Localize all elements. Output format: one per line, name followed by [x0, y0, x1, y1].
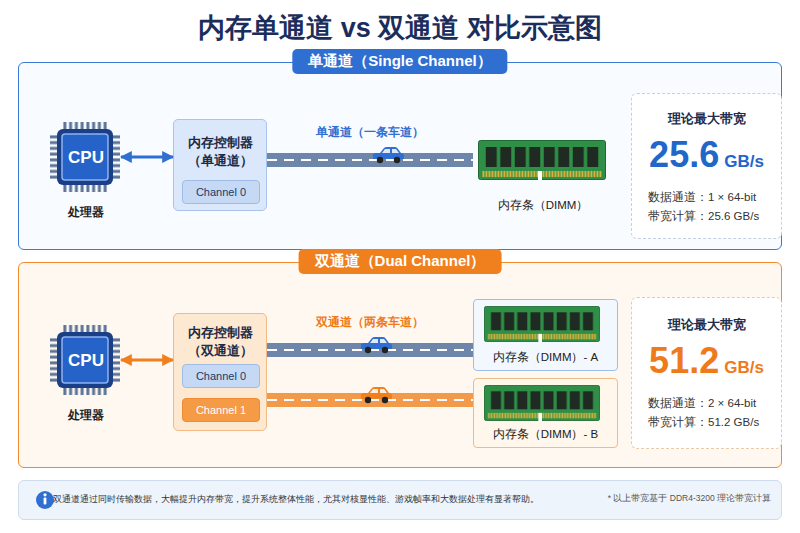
channel-box: Channel 1 [182, 398, 260, 422]
bandwidth-box: 理论最大带宽 51.2 GB/s 数据通道：2 × 64-bit 带宽计算：51.2 G… [631, 297, 782, 449]
diagram-title: 内存单通道 vs 双通道 对比示意图 [0, 10, 800, 46]
node-text: 理论最大带宽 [632, 110, 781, 128]
arrow-connector [121, 360, 173, 361]
note-bar: 双通道通过同时传输数据，大幅提升内存带宽，提升系统整体性能，尤其对核显性能、游戏… [18, 480, 782, 520]
road-connector [267, 160, 473, 161]
node-text: 处理器 [31, 204, 141, 221]
cpu-chip [50, 325, 120, 395]
memory-controller: 内存控制器（双通道） Channel 0 Channel 1 [173, 313, 267, 431]
memory-controller: 内存控制器（单通道） Channel 0 [173, 119, 267, 211]
node-text: 内存条（DIMM）- B [474, 427, 617, 442]
node-text: Channel 1 [183, 399, 259, 421]
car-icon [361, 337, 392, 353]
car-icon [373, 147, 404, 163]
node-text: 内存控制器（双通道） [180, 324, 260, 360]
info-icon [36, 491, 54, 509]
node-text: 理论最大带宽 [632, 316, 781, 334]
value-row: 51.2 GB/s [632, 340, 781, 382]
node-text: 双通道（Dual Channel） [299, 249, 502, 274]
node-text: 内存控制器（单通道） [180, 134, 260, 170]
node-text: 处理器 [31, 407, 141, 424]
node-text: CPU [51, 123, 121, 193]
node-text: 双通道通过同时传输数据，大幅提升内存带宽，提升系统整体性能，尤其对核显性能、游戏… [53, 493, 539, 506]
cpu-chip [50, 122, 120, 192]
node-text: 25.6 [649, 134, 719, 175]
node-text: 带宽计算：25.6 GB/s [648, 209, 781, 224]
node-text: GB/s [724, 358, 764, 377]
node-text: * 以上带宽基于 DDR4-3200 理论带宽计算 [608, 493, 771, 505]
node-text: Channel 0 [183, 181, 259, 203]
node-text: 内存条（DIMM）- A [474, 350, 617, 365]
node-text: CPU [51, 326, 121, 396]
value-row: 25.6 GB/s [632, 134, 781, 176]
node-text: 单通道（Single Channel） [292, 49, 507, 74]
node-text: 数据通道：2 × 64-bit [648, 396, 781, 411]
road-label: 双通道（两条车道） [290, 314, 450, 331]
channel-panel: 双通道（Dual Channel）CPU处理器内存控制器（双通道）Channel… [18, 262, 782, 468]
arrow-connector [121, 157, 173, 158]
node-text: 数据通道：1 × 64-bit [648, 190, 781, 205]
cpu-node: CPU处理器 [51, 326, 121, 396]
channel-box: Channel 0 [182, 180, 260, 204]
cpu-node: CPU处理器 [51, 123, 121, 193]
road-label: 单通道（一条车道） [290, 124, 450, 141]
node-text: 内存条（DIMM） [473, 198, 613, 213]
node-text: 带宽计算：51.2 GB/s [648, 415, 781, 430]
car-icon [361, 387, 392, 403]
node-text: Channel 0 [183, 365, 259, 387]
node-text: 51.2 [649, 340, 719, 381]
channel-box: Channel 0 [182, 364, 260, 388]
dimm-module [479, 141, 606, 181]
node-text: GB/s [724, 152, 764, 171]
dimm-module [484, 385, 599, 421]
dimm-module [484, 306, 599, 342]
bandwidth-box: 理论最大带宽 25.6 GB/s 数据通道：1 × 64-bit 带宽计算：25.6 G… [631, 93, 782, 239]
